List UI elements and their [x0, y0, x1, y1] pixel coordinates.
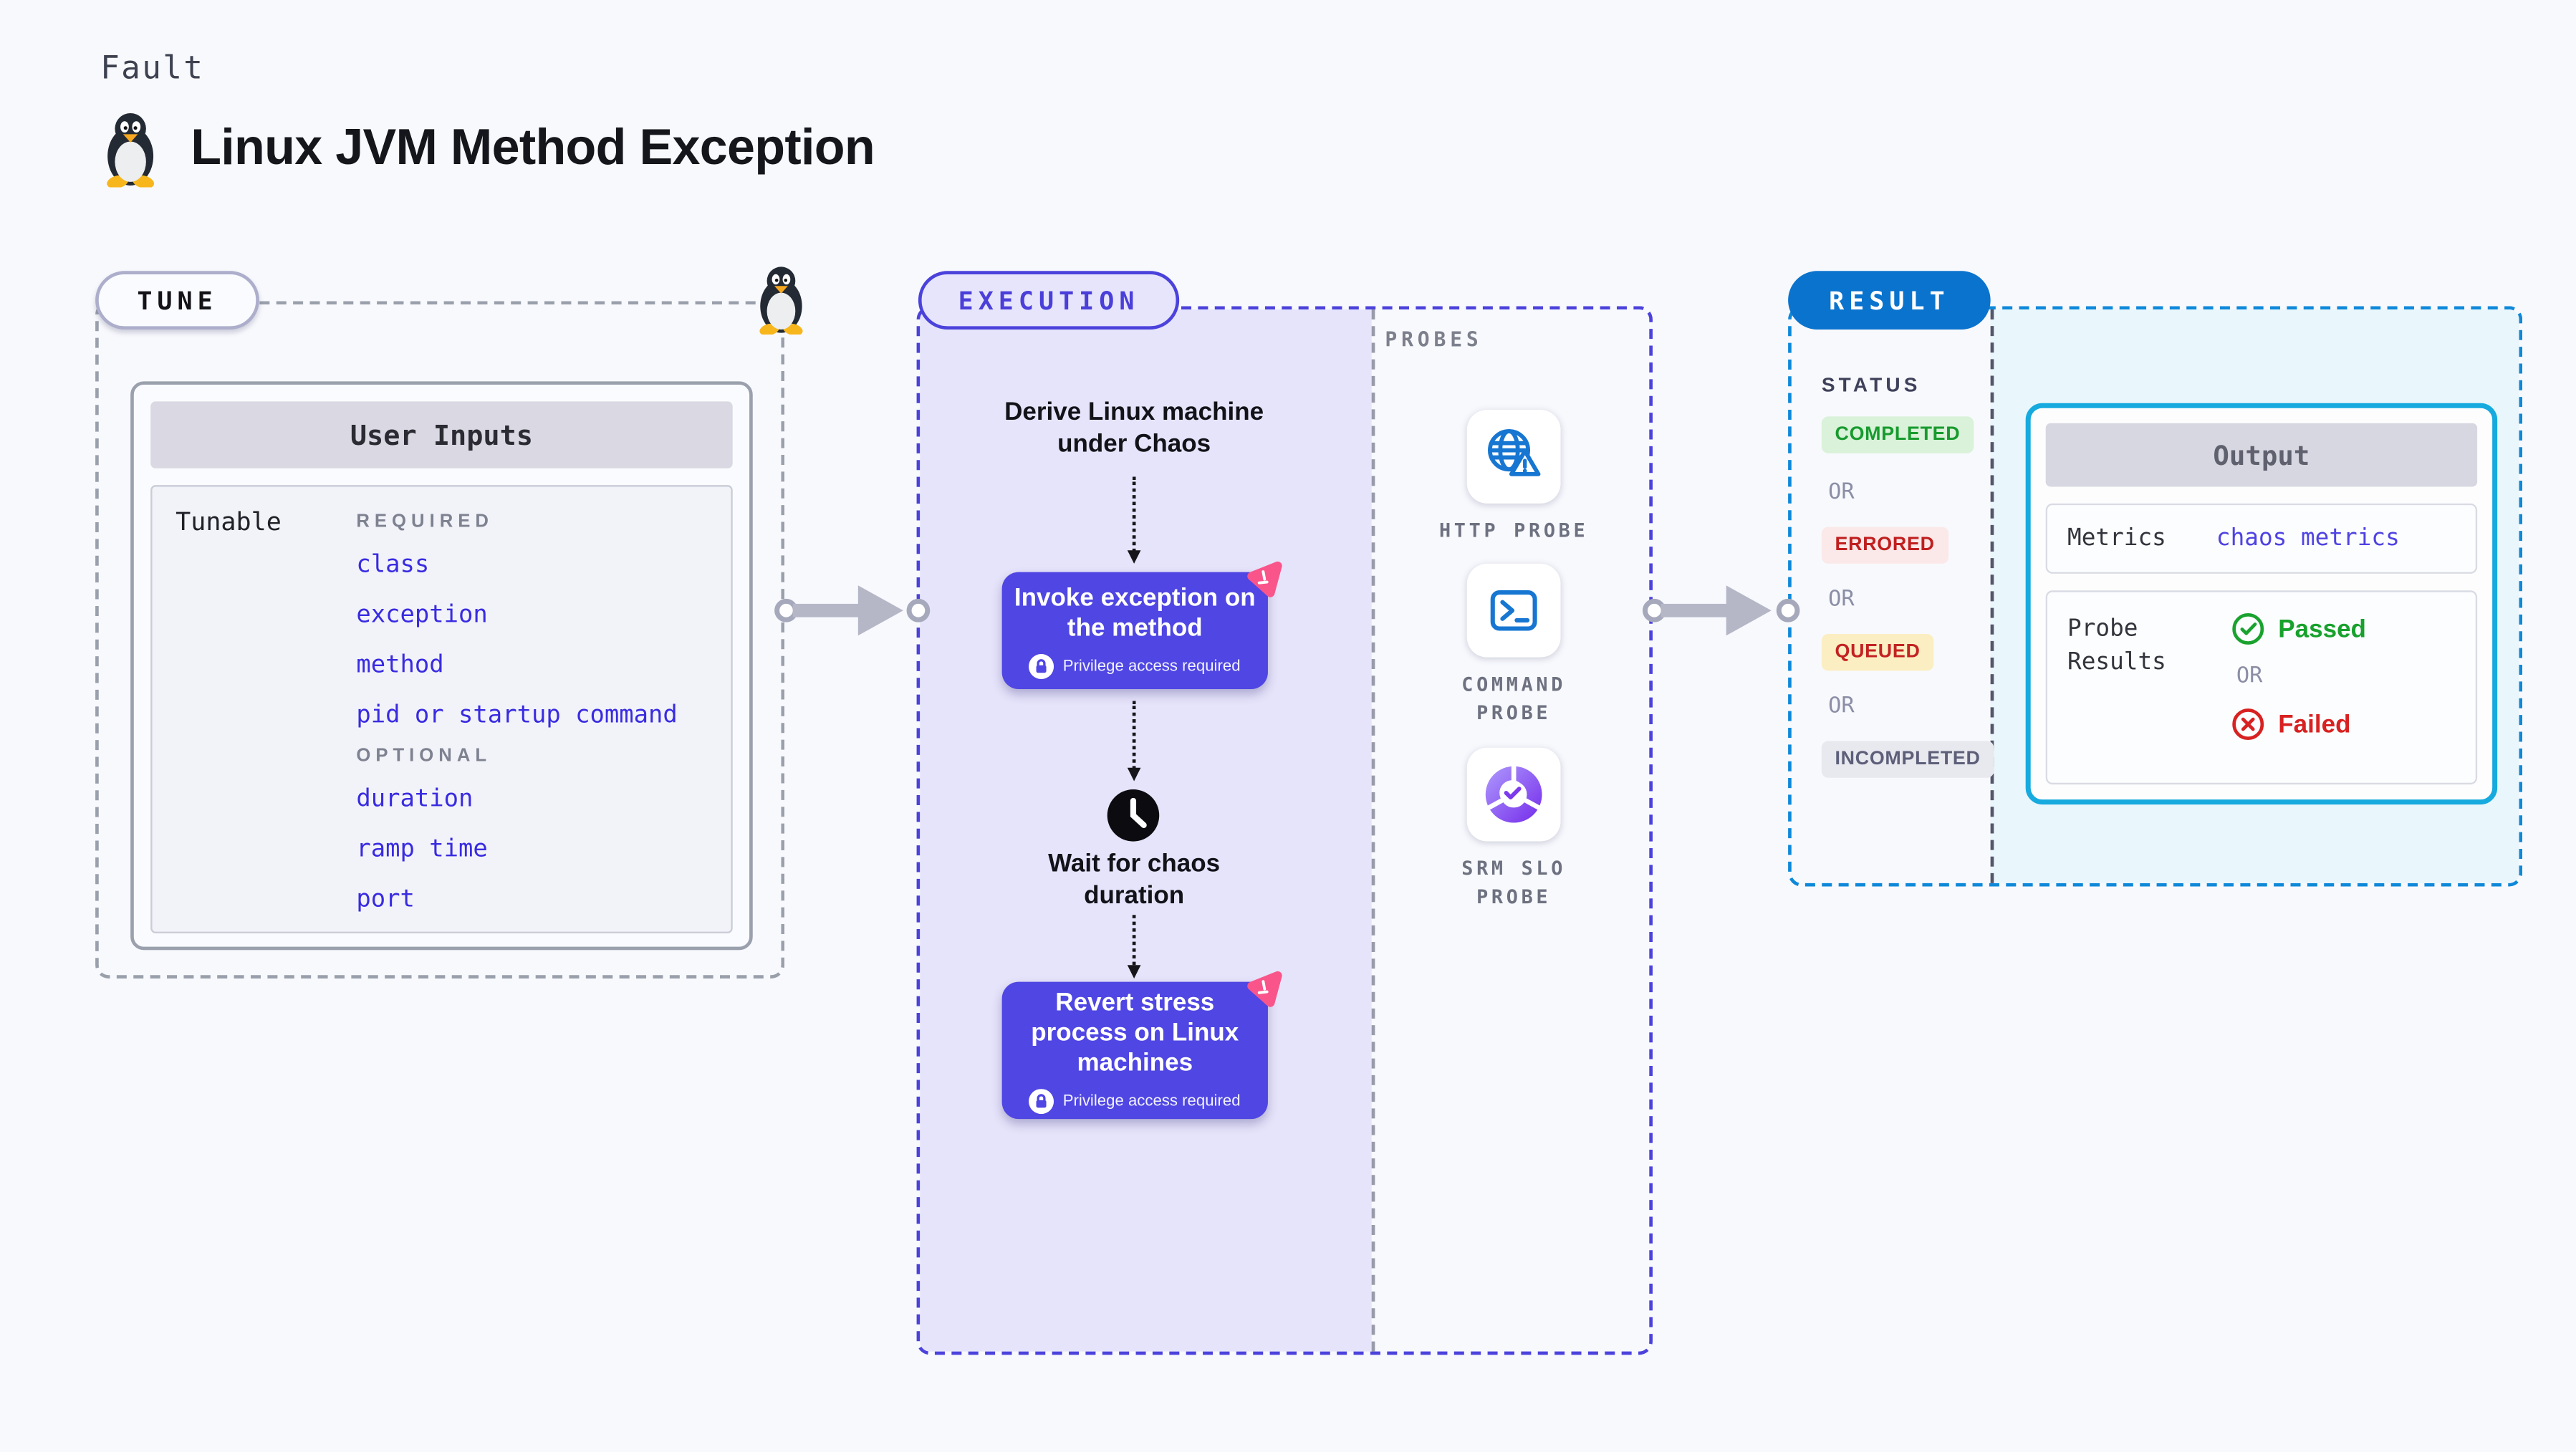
- field-class: class: [356, 552, 430, 579]
- arrow-shaft: [792, 603, 870, 617]
- field-port: port: [356, 886, 415, 913]
- flow-arrow-down: [1126, 476, 1140, 564]
- tune-region: [95, 301, 785, 979]
- flow-arrow-down: [1126, 915, 1140, 979]
- tunable-fields: REQUIRED class exception method pid or s…: [356, 507, 707, 913]
- probe-results-values: Passed OR Failed: [2231, 612, 2366, 763]
- probes-label: PROBES: [1385, 327, 1483, 352]
- chaos-pink-icon: [1247, 971, 1282, 1007]
- flow-arrow-down: [1126, 701, 1140, 782]
- execution-badge: EXECUTION: [918, 271, 1180, 330]
- privilege-note: Privilege access required: [1029, 653, 1241, 678]
- probes-separator: [1371, 309, 1375, 1352]
- check-circle-icon: [2232, 613, 2264, 645]
- field-method: method: [356, 652, 444, 680]
- field-ramp-time: ramp time: [356, 836, 488, 863]
- tux-penguin-icon: [107, 112, 155, 188]
- arrow-shaft: [1661, 603, 1739, 617]
- srm-slo-probe-card: [1466, 747, 1561, 842]
- result-badge: RESULT: [1788, 271, 1991, 330]
- privilege-note: Privilege access required: [1029, 1087, 1241, 1113]
- required-section-label: REQUIRED: [356, 511, 494, 532]
- probe-results-label: Probe Results: [2067, 615, 2166, 676]
- srm-slo-probe-name: SRM SLO PROBE: [1461, 856, 1567, 908]
- probe-results-row: Probe Results Passed OR: [2045, 590, 2478, 785]
- optional-section-label: OPTIONAL: [356, 746, 492, 766]
- slo-donut-check-icon: [1485, 764, 1542, 823]
- title-row: Linux JVM Method Exception: [97, 110, 875, 188]
- status-badge-queued: QUEUED: [1821, 633, 1934, 671]
- tunable-row-label: Tunable: [176, 506, 282, 537]
- arrow-execution-to-result: [1642, 584, 1800, 638]
- status-badge-errored: ERRORED: [1821, 527, 1948, 564]
- globe-alert-icon: [1488, 429, 1541, 476]
- or-label: OR: [1828, 694, 1855, 720]
- metrics-value: chaos metrics: [2216, 525, 2400, 552]
- passed-item: Passed: [2231, 612, 2366, 646]
- status-label: STATUS: [1821, 372, 1921, 397]
- status-separator: [1990, 309, 1994, 883]
- command-probe-card: [1466, 563, 1561, 658]
- lock-icon: [1029, 653, 1055, 678]
- or-label: OR: [2236, 663, 2263, 690]
- or-label: OR: [1828, 587, 1855, 612]
- tune-badge: TUNE: [95, 271, 259, 330]
- execution-region: Derive Linux machine under Chaos Invoke …: [916, 306, 1653, 1355]
- status-badge-completed: COMPLETED: [1821, 416, 1974, 453]
- step-derive-text: Derive Linux machine under Chaos: [1004, 398, 1264, 458]
- field-exception: exception: [356, 602, 488, 629]
- lock-icon: [1029, 1087, 1055, 1113]
- page-kicker: Fault: [100, 50, 205, 87]
- http-probe-name: HTTP PROBE: [1438, 518, 1589, 542]
- user-inputs-body: Tunable REQUIRED class exception method …: [150, 485, 733, 933]
- output-card: Output Metrics chaos metrics Probe Resul…: [2025, 403, 2498, 805]
- step-wait-text: Wait for chaos duration: [1048, 850, 1221, 910]
- arrow-head: [1726, 585, 1772, 636]
- connector-ring: [906, 598, 931, 622]
- terminal-icon: [1490, 590, 1537, 631]
- http-probe-card: [1466, 410, 1561, 504]
- invoke-exception-step: Invoke exception on the method Privilege…: [1001, 561, 1282, 690]
- user-inputs-header: User Inputs: [150, 401, 733, 468]
- arrow-head: [857, 585, 903, 636]
- metrics-label: Metrics: [2067, 525, 2166, 552]
- page-title: Linux JVM Method Exception: [191, 120, 875, 176]
- revert-step-label: Revert stress process on Linux machines: [1031, 987, 1239, 1077]
- field-pid-or-startup-command: pid or startup command: [356, 702, 678, 730]
- command-probe-name: COMMAND PROBE: [1461, 672, 1567, 725]
- chaos-pink-icon: [1247, 561, 1282, 597]
- field-duration: duration: [356, 786, 474, 813]
- output-header: Output: [2045, 423, 2478, 487]
- status-badge-incompleted: INCOMPLETED: [1821, 741, 1994, 778]
- privilege-note-text: Privilege access required: [1062, 656, 1241, 675]
- tux-penguin-corner-icon: [759, 266, 803, 335]
- failed-text: Failed: [2278, 710, 2351, 739]
- user-inputs-card: User Inputs Tunable REQUIRED class excep…: [130, 381, 753, 951]
- result-region: STATUS COMPLETED OR ERRORED OR QUEUED OR…: [1788, 306, 2523, 887]
- or-label: OR: [1828, 480, 1855, 506]
- x-circle-icon: [2232, 708, 2264, 741]
- metrics-row: Metrics chaos metrics: [2045, 503, 2478, 574]
- wait-clock: [1105, 788, 1160, 843]
- arrow-tune-to-execution: [774, 584, 931, 638]
- revert-stress-step: Revert stress process on Linux machines …: [1001, 971, 1282, 1120]
- failed-item: Failed: [2231, 708, 2366, 741]
- invoke-step-label: Invoke exception on the method: [1014, 582, 1256, 642]
- connector-ring: [1776, 598, 1800, 622]
- passed-text: Passed: [2278, 615, 2366, 643]
- privilege-note-text: Privilege access required: [1062, 1091, 1241, 1110]
- clock-icon: [1107, 789, 1160, 842]
